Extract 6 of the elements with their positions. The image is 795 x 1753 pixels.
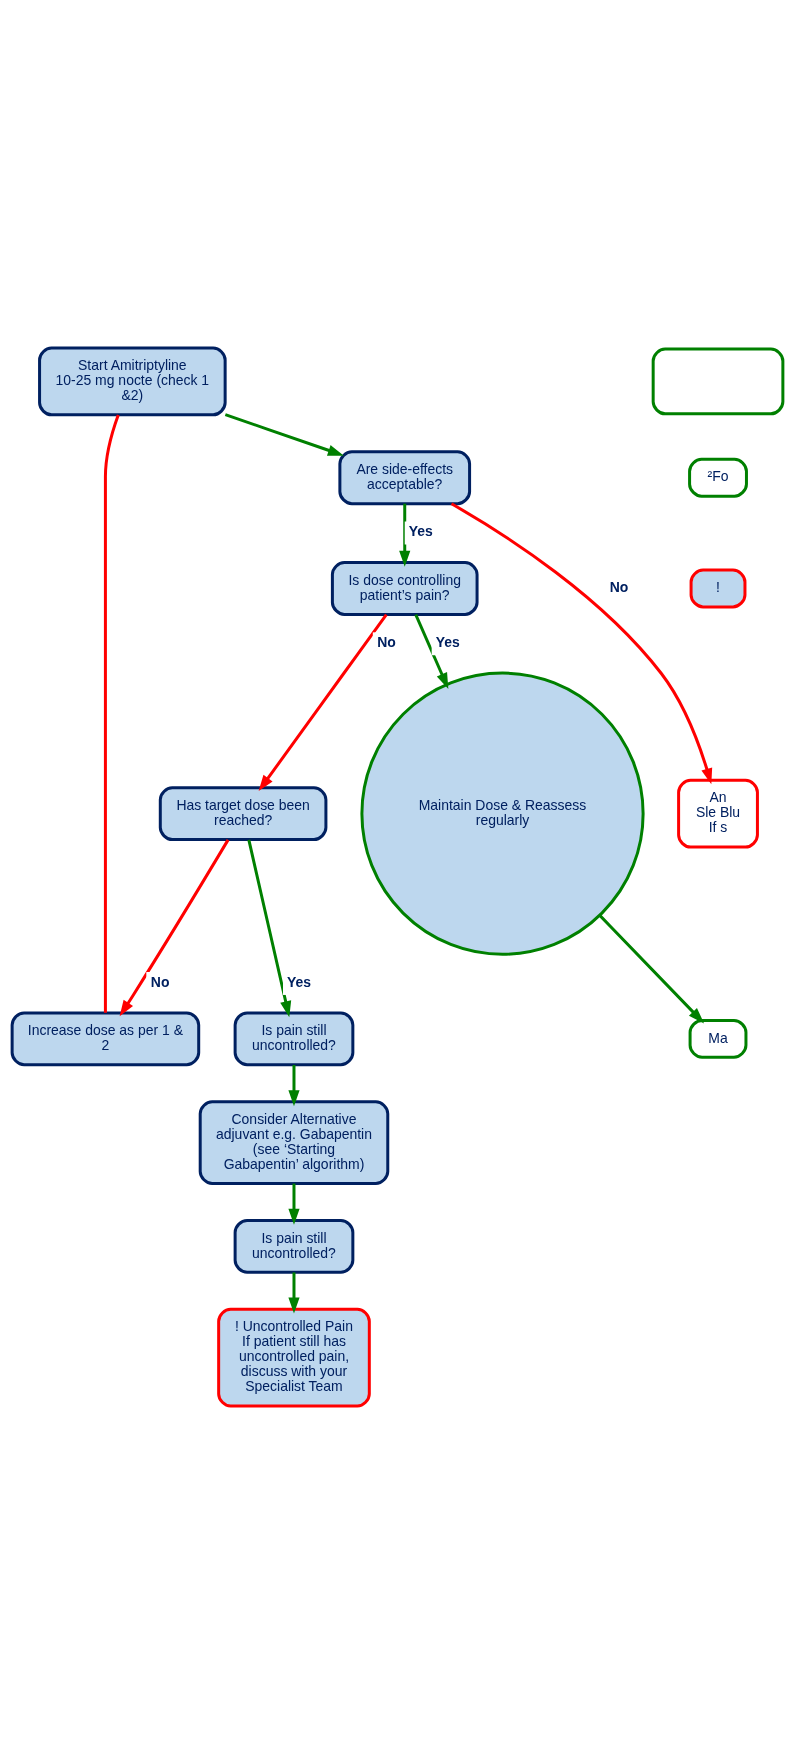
edge-label: No [609, 578, 629, 595]
edge-label: Yes [435, 633, 460, 650]
edge-label: No [150, 973, 170, 990]
edge-label: Yes [287, 973, 312, 990]
edge-label: No [377, 633, 396, 650]
edge-label: Yes [408, 522, 433, 539]
